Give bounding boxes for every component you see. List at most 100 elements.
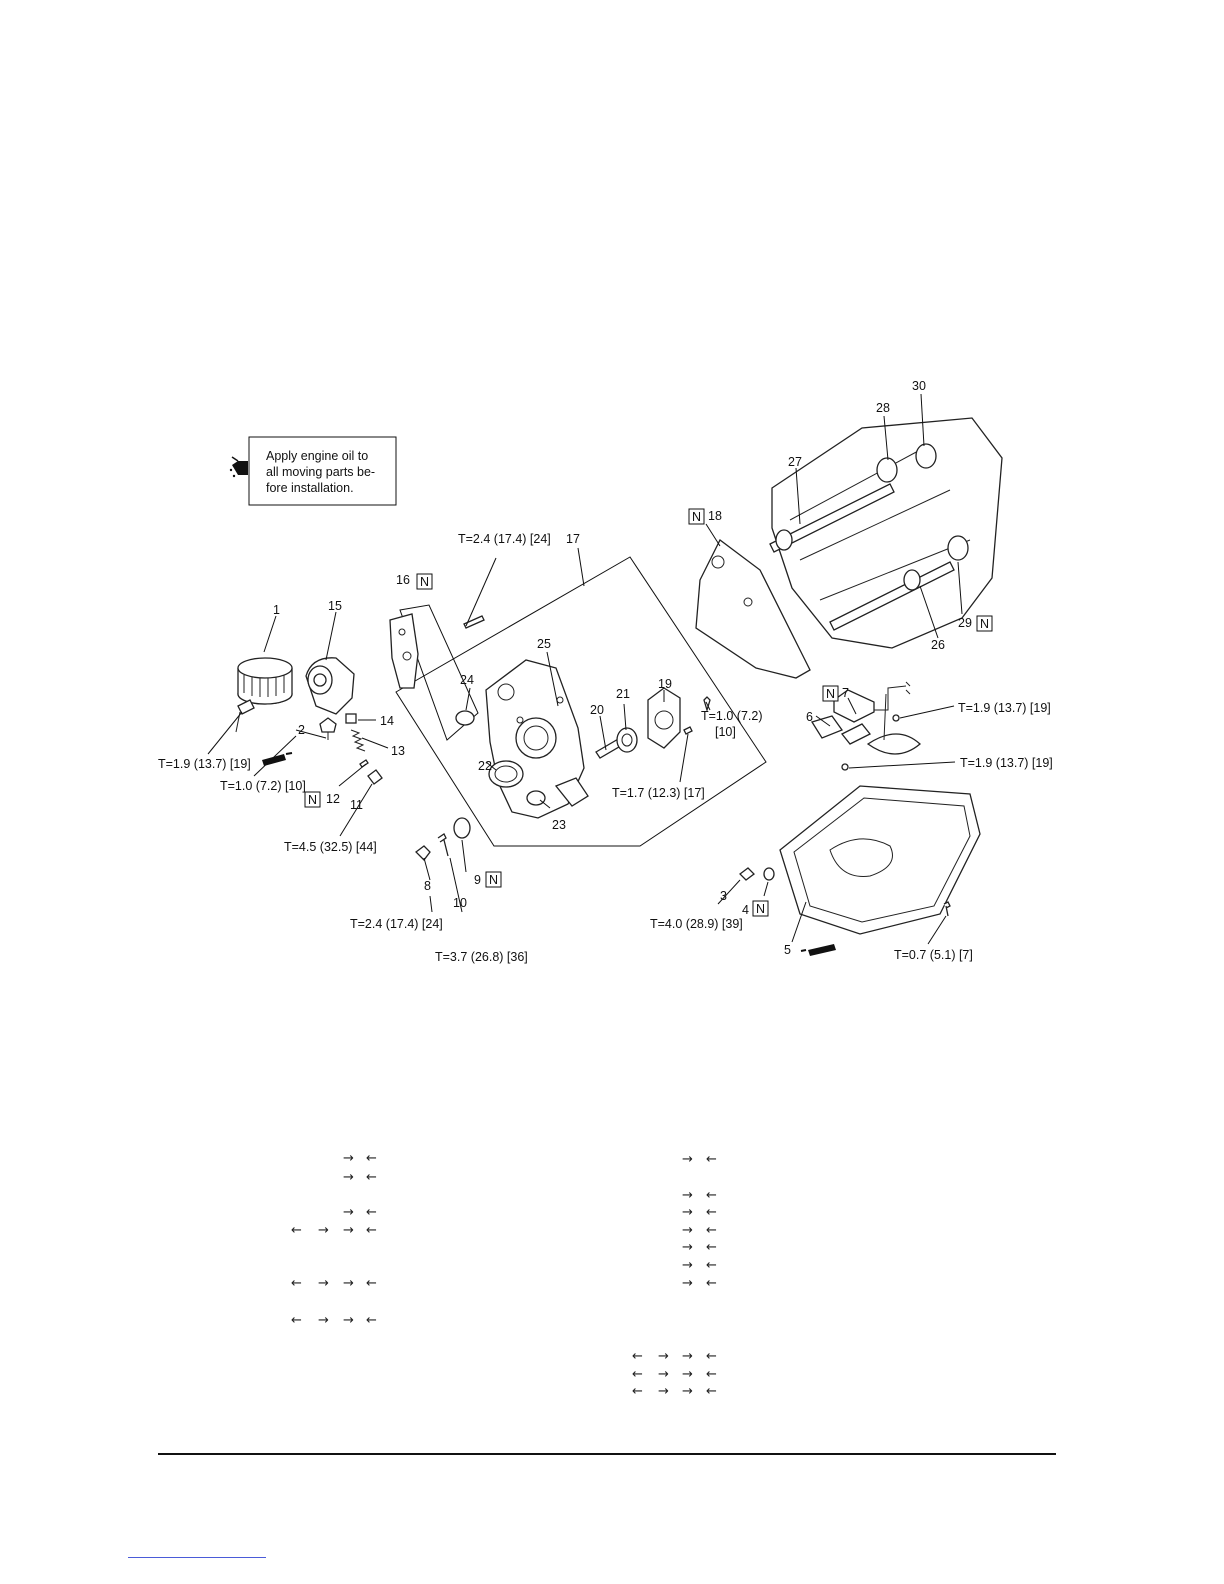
arrow-right: → (682, 1367, 693, 1382)
arrow-left: ← (706, 1188, 717, 1203)
oil-seal-22 (488, 760, 524, 788)
svg-text:N: N (756, 902, 765, 916)
callout-14: 14 (380, 714, 394, 728)
arrow-left: ← (632, 1367, 643, 1382)
torque-rotor-plate-bolt: T=1.7 (12.3) [17] (612, 786, 705, 800)
oil-pump-assembly-frame (395, 556, 767, 847)
arrow-left: ← (706, 1240, 717, 1255)
oil-strainer (833, 681, 921, 755)
bolt-8 (415, 845, 431, 861)
callout-8: 8 (424, 879, 431, 893)
oil-can-icon (229, 456, 248, 478)
rotor-plate (647, 687, 681, 749)
arrow-right: → (343, 1205, 354, 1220)
pump-gasket-16 (389, 613, 419, 689)
callout-4: 4 (742, 903, 749, 917)
callout-2: 2 (298, 723, 305, 737)
arrow-right: → (658, 1367, 669, 1382)
arrow-right: → (343, 1223, 354, 1238)
callout-16: 16 (396, 573, 410, 587)
callout-20: 20 (590, 703, 604, 717)
strainer-gasket-7 (840, 723, 872, 745)
note-box: Apply engine oil to all moving parts be-… (229, 436, 397, 506)
footer-link-underline[interactable] (128, 1557, 266, 1558)
arrow-right: → (682, 1240, 693, 1255)
arrow-right: → (682, 1205, 693, 1220)
drain-washer (763, 867, 775, 881)
strainer-bolt (841, 763, 849, 771)
arrow-left: ← (366, 1223, 377, 1238)
callout-6: 6 (806, 710, 813, 724)
sealant-tube-icon (800, 944, 836, 956)
torque-rotor-plate-screw: T=1.0 (7.2) (701, 709, 763, 723)
footer-rule (158, 1453, 1056, 1455)
arrow-left: ← (706, 1152, 717, 1167)
arrow-right: → (682, 1276, 693, 1291)
torque-strainer-nut: T=1.9 (13.7) [19] (958, 701, 1051, 715)
torque-oil-pan-bolt: T=0.7 (5.1) [7] (894, 948, 973, 962)
oil-seal-24 (455, 710, 475, 726)
arrow-left: ← (291, 1223, 302, 1238)
note-line-1: Apply engine oil to (266, 449, 368, 463)
callout-17: 17 (566, 532, 580, 546)
bearing-29 (947, 535, 969, 561)
arrow-left: ← (632, 1384, 643, 1399)
callout-9: 9 (474, 873, 481, 887)
strainer-nut (892, 714, 900, 722)
arrow-left: ← (366, 1170, 377, 1185)
callout-30: 30 (912, 379, 926, 393)
new-part-mark-4: N (752, 900, 769, 917)
oil-filter-stand (305, 657, 355, 715)
oil-seal-23 (526, 790, 546, 806)
svg-text:N: N (692, 510, 701, 524)
cylinder-block (769, 417, 1003, 649)
o-ring-9 (453, 817, 471, 839)
new-part-mark-16: N (416, 573, 433, 590)
callout-21: 21 (616, 687, 630, 701)
arrow-right: → (318, 1313, 329, 1328)
callout-28: 28 (876, 401, 890, 415)
callout-13: 13 (391, 744, 405, 758)
oil-pan-bolt (943, 901, 951, 917)
relief-plug (367, 769, 383, 785)
arrow-left: ← (706, 1276, 717, 1291)
callout-22: 22 (478, 759, 492, 773)
arrow-left: ← (366, 1205, 377, 1220)
arrow-left: ← (706, 1205, 717, 1220)
svg-text:N: N (308, 793, 317, 807)
arrow-left: ← (291, 1313, 302, 1328)
callout-11: 11 (350, 798, 363, 812)
relief-valve-cap (345, 713, 357, 724)
svg-text:N: N (420, 575, 429, 589)
arrow-left: ← (291, 1276, 302, 1291)
note-line-2: all moving parts be- (266, 465, 375, 479)
callout-19: 19 (658, 677, 672, 691)
callout-26: 26 (931, 638, 945, 652)
arrow-right: → (682, 1258, 693, 1273)
svg-text:N: N (980, 617, 989, 631)
callout-18: 18 (708, 509, 722, 523)
torque-bolt-8: T=2.4 (17.4) [24] (350, 917, 443, 931)
torque-drain-plug: T=4.0 (28.9) [39] (650, 917, 743, 931)
callout-12: 12 (326, 792, 340, 806)
callout-15: 15 (328, 599, 342, 613)
arrow-right: → (343, 1276, 354, 1291)
svg-text:N: N (826, 687, 835, 701)
arrow-right: → (318, 1276, 329, 1291)
rear-plate-18 (695, 539, 811, 679)
arrow-right: → (658, 1349, 669, 1364)
torque-pressure-switch: T=1.0 (7.2) [10] (220, 779, 306, 793)
arrow-right: → (343, 1170, 354, 1185)
svg-text:N: N (489, 873, 498, 887)
arrow-right: → (682, 1384, 693, 1399)
arrow-right: → (658, 1384, 669, 1399)
callout-23: 23 (552, 818, 566, 832)
oil-pan (779, 785, 981, 935)
note-line-3: fore installation. (266, 481, 354, 495)
arrow-right: → (343, 1151, 354, 1166)
rotor-plate-bolt (683, 726, 693, 735)
callout-1: 1 (273, 603, 280, 617)
callout-5: 5 (784, 943, 791, 957)
relief-spring (350, 729, 366, 752)
